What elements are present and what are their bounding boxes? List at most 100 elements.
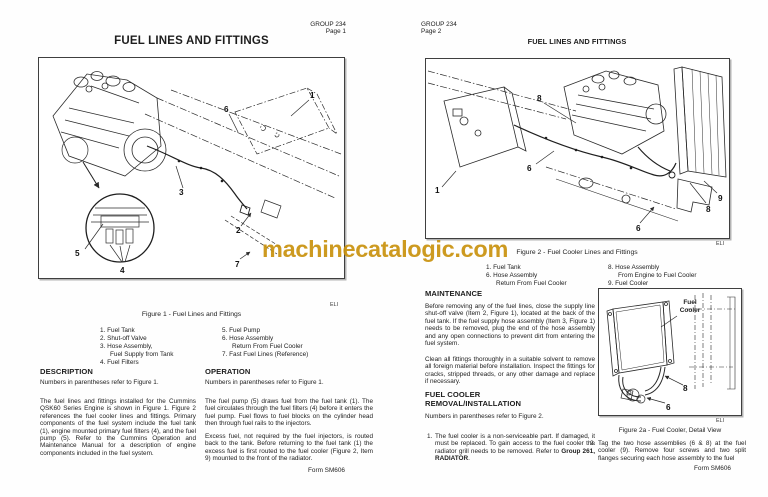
part-item: 8. Hose Assembly [608,264,660,271]
cooler-hose-loops [618,366,666,402]
fuel-cooler-core [606,296,736,390]
figure1-parts-column-2: 5. Fuel Pump 6. Hose Assembly Return Fro… [222,327,308,359]
step-number: 1. [427,433,433,440]
figure2-callout-numbers: 8 6 1 9 8 6 [435,94,723,233]
callout-2: 2 [236,226,241,235]
callout-8-detail: 8 [683,384,688,393]
radiator-drawing [555,66,727,222]
part-item-continuation: From Engine to Fuel Cooler [618,272,697,279]
page2-page-number: Page 2 [421,28,442,36]
callout-1: 1 [435,186,440,195]
step-text: The fuel cooler is a non-serviceable par… [435,433,595,463]
callout-6: 6 [224,105,229,114]
callout-3: 3 [179,188,184,197]
fuel-supply-hose [146,145,251,216]
part-item-continuation: Return From Fuel Cooler [496,280,567,287]
figure2-cooler-lines-diagram: 8 6 1 9 8 6 [427,66,727,233]
watermark-text: machinecatalogic.com [262,236,509,262]
step-text: Tag the two hose assemblies (6 & 8) at t… [598,440,746,462]
page1-form-footer: Form SM606 [308,467,345,474]
frame-phantom-lines [427,70,677,210]
callout-8-right: 8 [706,205,711,214]
callout-7: 7 [235,260,240,269]
filter-detail-circle [82,161,155,263]
callout-4: 4 [120,266,125,275]
page1-page-number: Page 1 [325,28,346,36]
heading-line-2: REMOVAL/INSTALLATION [425,398,522,408]
fuel-cooler-label: Fuel Cooler [679,299,701,314]
page2-title: FUEL LINES AND FITTINGS [527,37,627,46]
step1-text-bold: Group 261, RADIATOR [435,447,595,463]
engine-drawing-2 [563,70,667,155]
figure2-parts-column-1: 1. Fuel Tank 6. Hose Assembly Return Fro… [486,264,567,288]
page2-header: GROUP 234 Page 2 [421,21,457,35]
callout-5: 5 [75,249,80,258]
figure2-box: 8 6 1 9 8 6 [425,58,730,239]
chassis-frame-lines [144,89,342,199]
part-item: 1. Fuel Tank [486,264,521,271]
figure1-parts-column-1: 1. Fuel Tank 2. Shut-off Valve 3. Hose A… [100,327,173,367]
callout-leader-lines-2 [441,102,718,224]
callout-6-detail: 6 [666,403,671,412]
figure1-callout-numbers: 1 6 3 2 5 4 7 [75,91,315,275]
callout-9: 9 [718,194,723,203]
page1-title: FUEL LINES AND FITTINGS [114,35,269,47]
fuel-tank-drawing [443,86,527,168]
figure1-caption: Figure 1 - Fuel Lines and Fittings [141,311,242,318]
page2-form-footer: Form SM606 [694,465,731,472]
figure2-caption: Figure 2 - Fuel Cooler Lines and Fitting… [516,249,638,256]
fuel-tank-phantom [234,87,338,155]
callout-6-mid: 6 [527,164,532,173]
part-item: 9. Fuel Cooler [608,280,649,287]
part-item: 1. Fuel Tank [100,327,135,334]
maintenance-paragraph-2: Clean all fittings thoroughly in a suita… [425,356,595,386]
callout-leader-lines [175,99,310,260]
callout-6-bottom: 6 [636,224,641,233]
engine-drawing [52,71,167,177]
operation-note: Numbers in parentheses refer to Figure 1… [205,379,324,386]
callout-8-top: 8 [537,94,542,103]
heading-line-1: FUEL COOLER [425,390,481,399]
fast-fuel-lines [224,199,283,255]
description-heading: DESCRIPTION [40,367,93,376]
part-item-continuation: Return From Fuel Cooler [232,343,303,350]
fitting-cluster [620,388,646,404]
removal-note: Numbers in parentheses refer to Figure 2… [425,413,544,420]
part-item: 5. Fuel Pump [222,327,261,334]
page1-group-label: GROUP 234 [310,21,346,28]
step1-text-pre: The fuel cooler is a non-serviceable par… [435,433,595,455]
callout-1: 1 [310,91,315,100]
figure2a-artist-initials: ELI [716,418,725,424]
radiator-phantom-lines [687,293,735,389]
cooler-hoses [513,124,677,179]
fuel-cooler-removal-heading: FUEL COOLER REMOVAL/INSTALLATION [425,390,595,408]
page1-header: GROUP 234 Page 1 [240,21,346,35]
part-item: 2. Shut-off Valve [100,335,147,342]
description-note: Numbers in parentheses refer to Figure 1… [40,379,159,386]
description-body: The fuel lines and fittings installed fo… [40,398,196,457]
figure2a-caption: Figure 2a - Fuel Cooler, Detail View [618,427,722,434]
figure1-engine-diagram: 1 6 3 2 5 4 7 [52,71,342,275]
operation-paragraph-2: Excess fuel, not required by the fuel in… [205,433,373,463]
removal-step-1: 1. The fuel cooler is a non-serviceable … [427,433,595,463]
callout-leader-lines-2a [646,315,684,404]
operation-heading: OPERATION [205,367,251,376]
maintenance-heading: MAINTENANCE [425,289,483,298]
figure2-artist-initials: ELI [716,241,725,247]
figure2a-cooler-detail-diagram: 8 6 [606,293,736,412]
step-number: 2. [590,440,596,447]
maintenance-paragraph-1: Before removing any of the fuel lines, c… [425,303,595,348]
part-item-continuation: Fuel Supply from Tank [110,351,174,358]
figure2a-box: 8 6 [598,288,742,416]
removal-step-2: 2. Tag the two hose assemblies (6 & 8) a… [590,440,746,462]
figure1-artist-initials: ELI [330,302,339,308]
figure2a-callout-numbers: 8 6 [666,384,688,412]
page2-group-label: GROUP 234 [421,21,457,28]
part-item: 6. Hose Assembly [486,272,538,279]
figure1-box: 1 6 3 2 5 4 7 [38,57,345,279]
part-item: 6. Hose Assembly [222,335,274,342]
figure2-parts-column-2: 8. Hose Assembly From Engine to Fuel Coo… [608,264,697,288]
part-item: 7. Fast Fuel Lines (Reference) [222,351,309,358]
part-item: 4. Fuel Filters [100,359,139,366]
